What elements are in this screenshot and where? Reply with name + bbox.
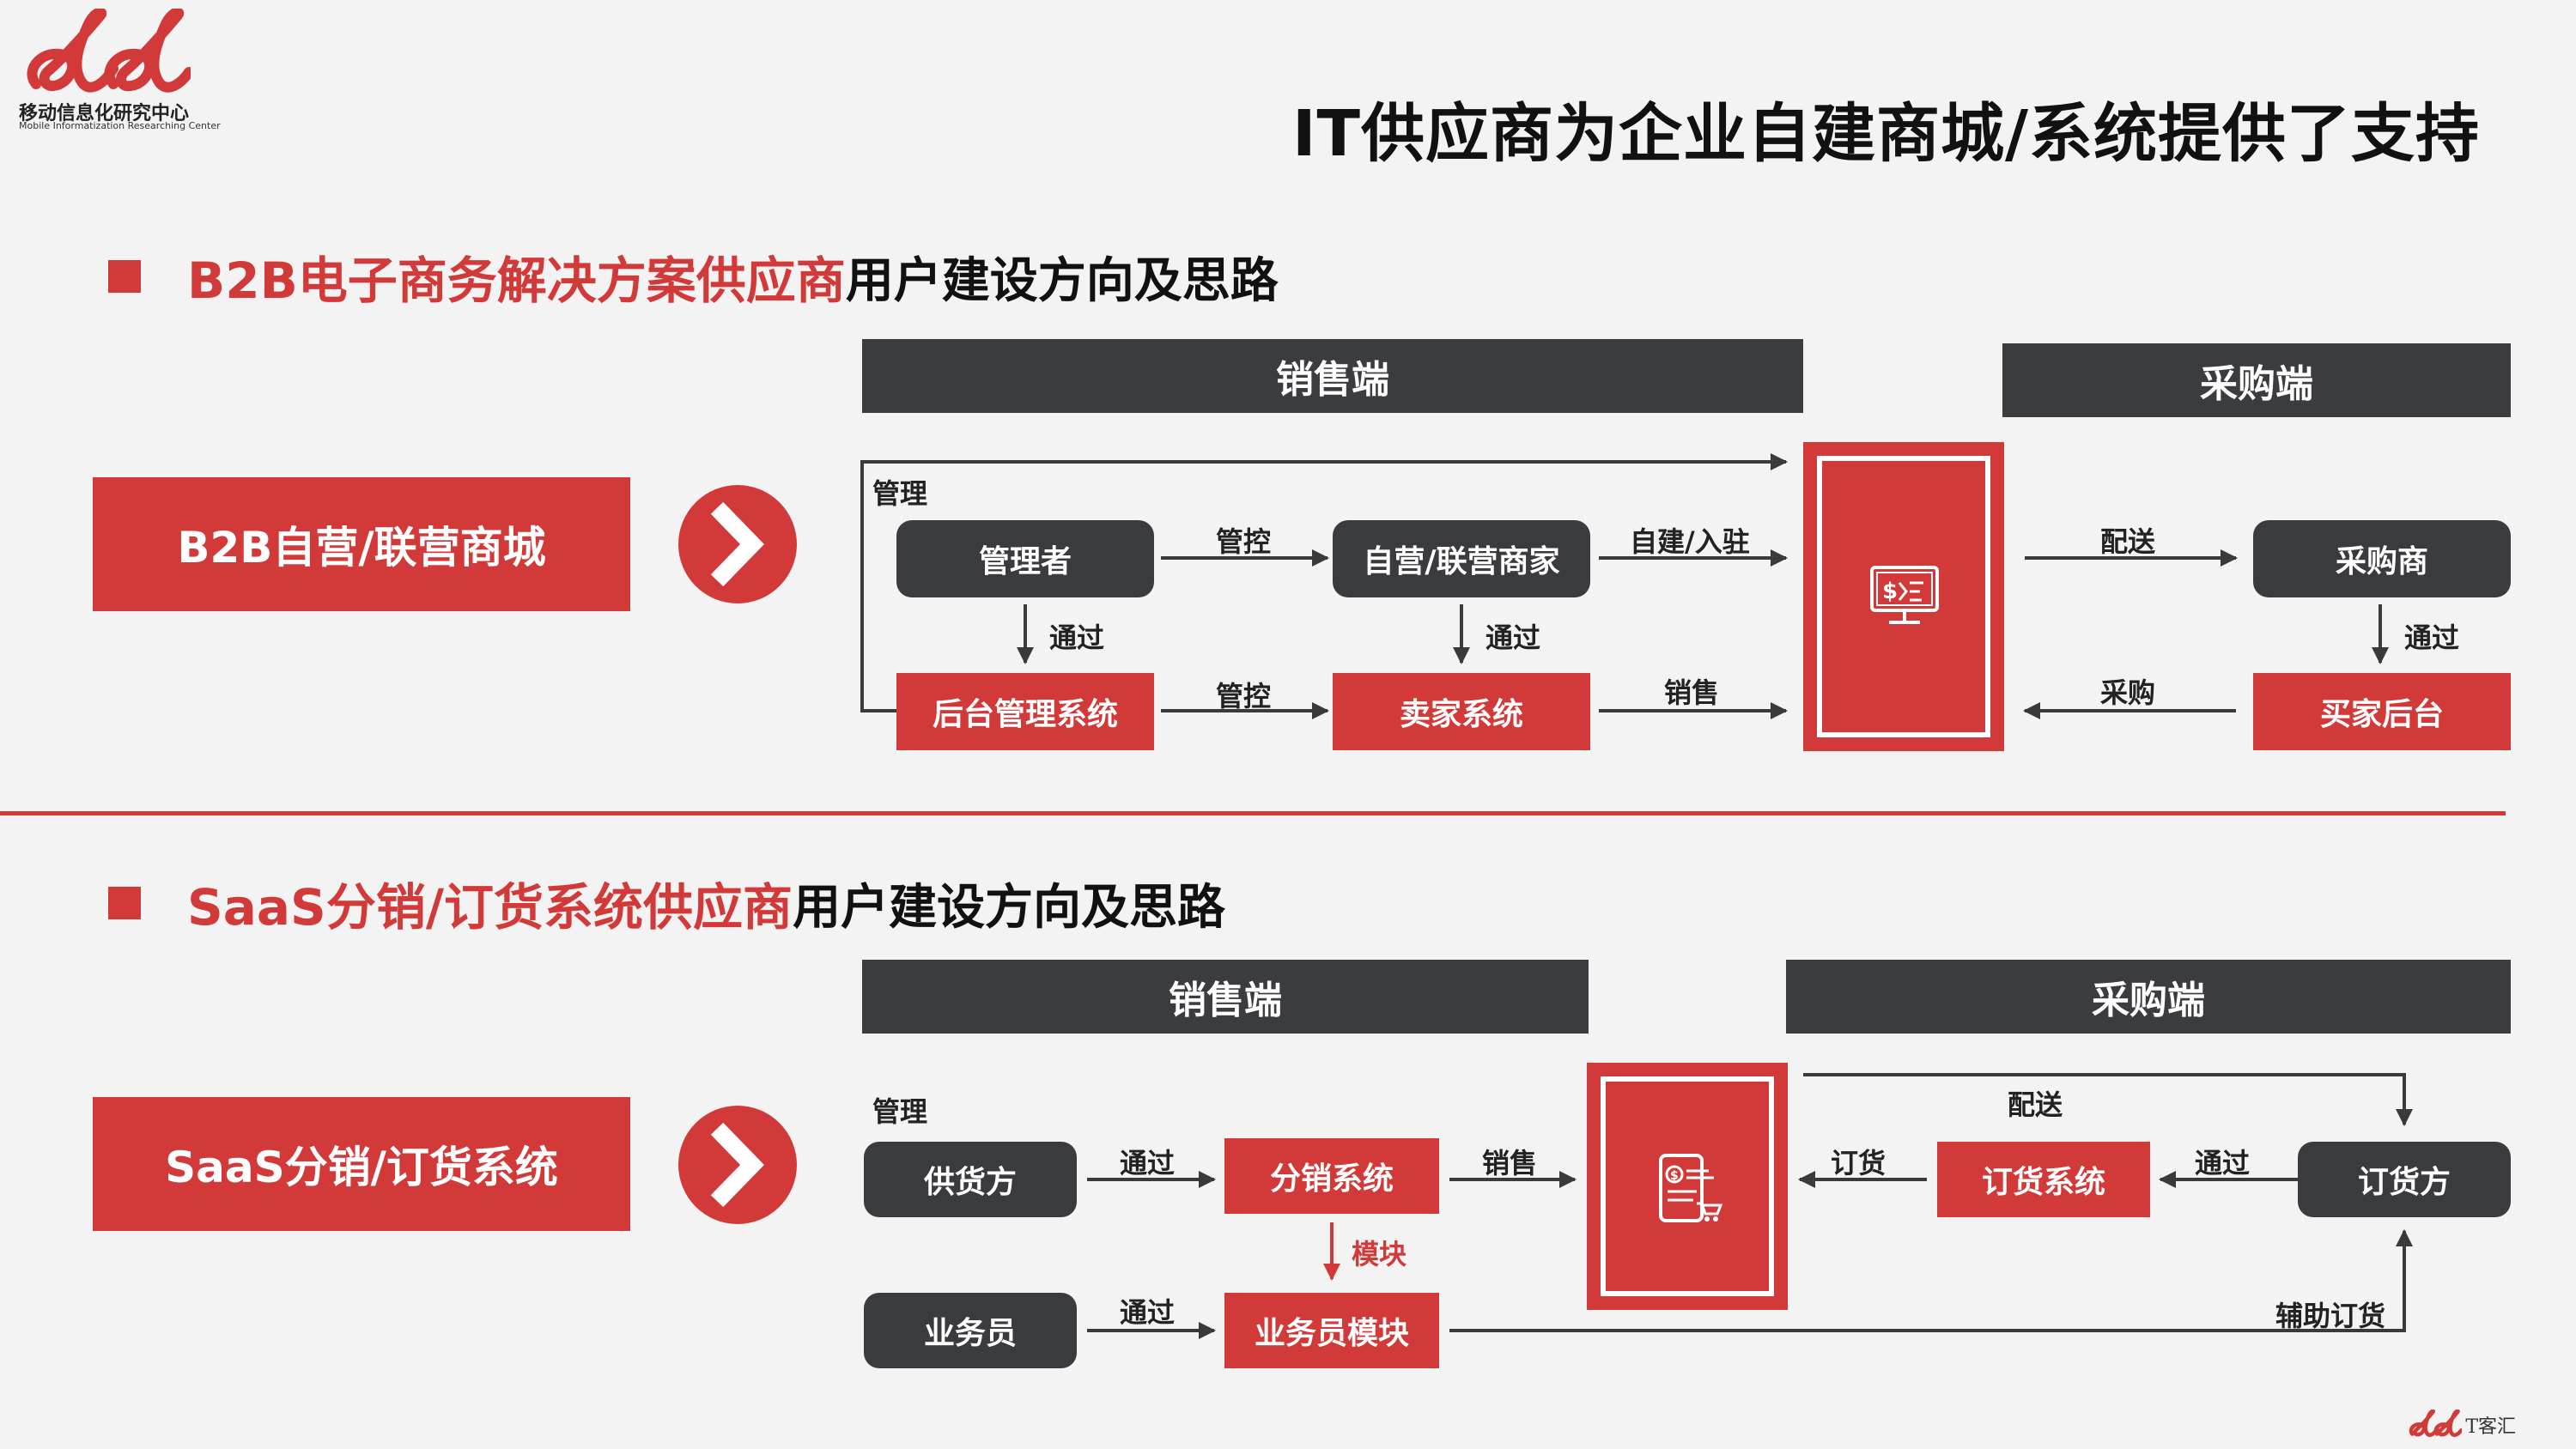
section1-next-circle (678, 485, 797, 603)
section2-heading-black: 用户建设方向及思路 (793, 879, 1226, 936)
node-supplier: 供货方 (864, 1142, 1077, 1217)
edge-order: 订货 (1831, 1147, 1886, 1179)
edge-sell-s2: 销售 (1482, 1147, 1538, 1179)
section1-heading-black: 用户建设方向及思路 (845, 252, 1279, 309)
section2-sell-bar: 销售端 (862, 960, 1589, 1034)
page-title: IT供应商为企业自建商城/系统提供了支持 (1291, 97, 2480, 171)
node-buyer-backend: 买家后台 (2253, 673, 2511, 750)
logo-cn-text: 移动信息化研究中心 (19, 103, 190, 124)
section2-heading-red: SaaS分销/订货系统供应商 (187, 878, 793, 937)
section1-buy-bar: 采购端 (2002, 343, 2511, 417)
edge-via1-s2: 通过 (1120, 1147, 1176, 1179)
node-merchant: 自营/联营商家 (1333, 520, 1590, 597)
section2-heading: SaaS分销/订货系统供应商 用户建设方向及思路 (108, 867, 1225, 939)
section2-bullet (108, 887, 141, 919)
edge-via2-s2: 通过 (1120, 1296, 1176, 1329)
edge-purchase: 采购 (2100, 676, 2156, 709)
edge-via2: 通过 (1485, 621, 1541, 654)
section1-heading: B2B电子商务解决方案供应商 用户建设方向及思路 (108, 240, 1279, 312)
section-divider (0, 811, 2506, 815)
edge-control2: 管控 (1216, 680, 1272, 712)
section1-platform-frame (1817, 456, 1990, 737)
node-manager: 管理者 (896, 520, 1154, 597)
edge-self-build: 自建/入驻 (1630, 525, 1750, 558)
edge-module: 模块 (1352, 1238, 1407, 1270)
brand-logo-mark-small (2409, 1410, 2463, 1437)
section2-platform: $ (1587, 1063, 1788, 1310)
footer-brand-text: T客汇 (2465, 1416, 2516, 1438)
section2-buy-bar: 采购端 (1786, 960, 2511, 1034)
section1-sell-bar: 销售端 (862, 339, 1803, 413)
edge-deliver-s2: 配送 (2008, 1088, 2063, 1121)
node-salesman: 业务员 (864, 1293, 1077, 1368)
edge-via3: 通过 (2404, 621, 2460, 654)
node-seller-system: 卖家系统 (1333, 673, 1590, 750)
chevron-right-icon (710, 501, 764, 587)
deliver-loop-line (1803, 1073, 2413, 1126)
mobile-commerce-icon: $ (1659, 1154, 1723, 1222)
node-orderer: 订货方 (2298, 1142, 2511, 1217)
section1-left-box: B2B自营/联营商城 (93, 477, 630, 611)
section1-heading-red: B2B电子商务解决方案供应商 (187, 252, 846, 310)
section2-manage-label: 管理 (872, 1095, 928, 1128)
logo-en-text: Mobile Informatization Researching Cente… (19, 120, 221, 131)
node-distribution-system: 分销系统 (1224, 1138, 1439, 1214)
node-order-system: 订货系统 (1937, 1142, 2150, 1217)
section2-next-circle (678, 1106, 797, 1224)
node-backend-system: 后台管理系统 (896, 673, 1154, 750)
section1-bullet (108, 260, 141, 293)
node-salesman-module: 业务员模块 (1224, 1293, 1439, 1368)
node-purchaser: 采购商 (2253, 520, 2511, 597)
brand-logo-mark (27, 7, 194, 93)
footer-brand: T客汇 (2407, 1410, 2516, 1440)
section2-left-box: SaaS分销/订货系统 (93, 1097, 630, 1231)
edge-via3-s2: 通过 (2195, 1147, 2251, 1179)
chevron-right-icon (710, 1122, 764, 1208)
edge-deliver: 配送 (2100, 525, 2156, 558)
svg-text:$: $ (1670, 1169, 1679, 1183)
section1-manage-label: 管理 (872, 477, 928, 510)
section2-platform-frame (1601, 1076, 1774, 1296)
edge-assist-order: 辅助订货 (2275, 1300, 2386, 1332)
edge-via1: 通过 (1049, 621, 1105, 654)
monitor-payment-icon: $ (1870, 566, 1939, 624)
section1-platform: $ (1803, 442, 2004, 751)
edge-sell: 销售 (1664, 676, 1720, 709)
brand-logo (19, 7, 208, 137)
edge-control1: 管控 (1216, 525, 1272, 558)
svg-text:$: $ (1882, 579, 1898, 604)
